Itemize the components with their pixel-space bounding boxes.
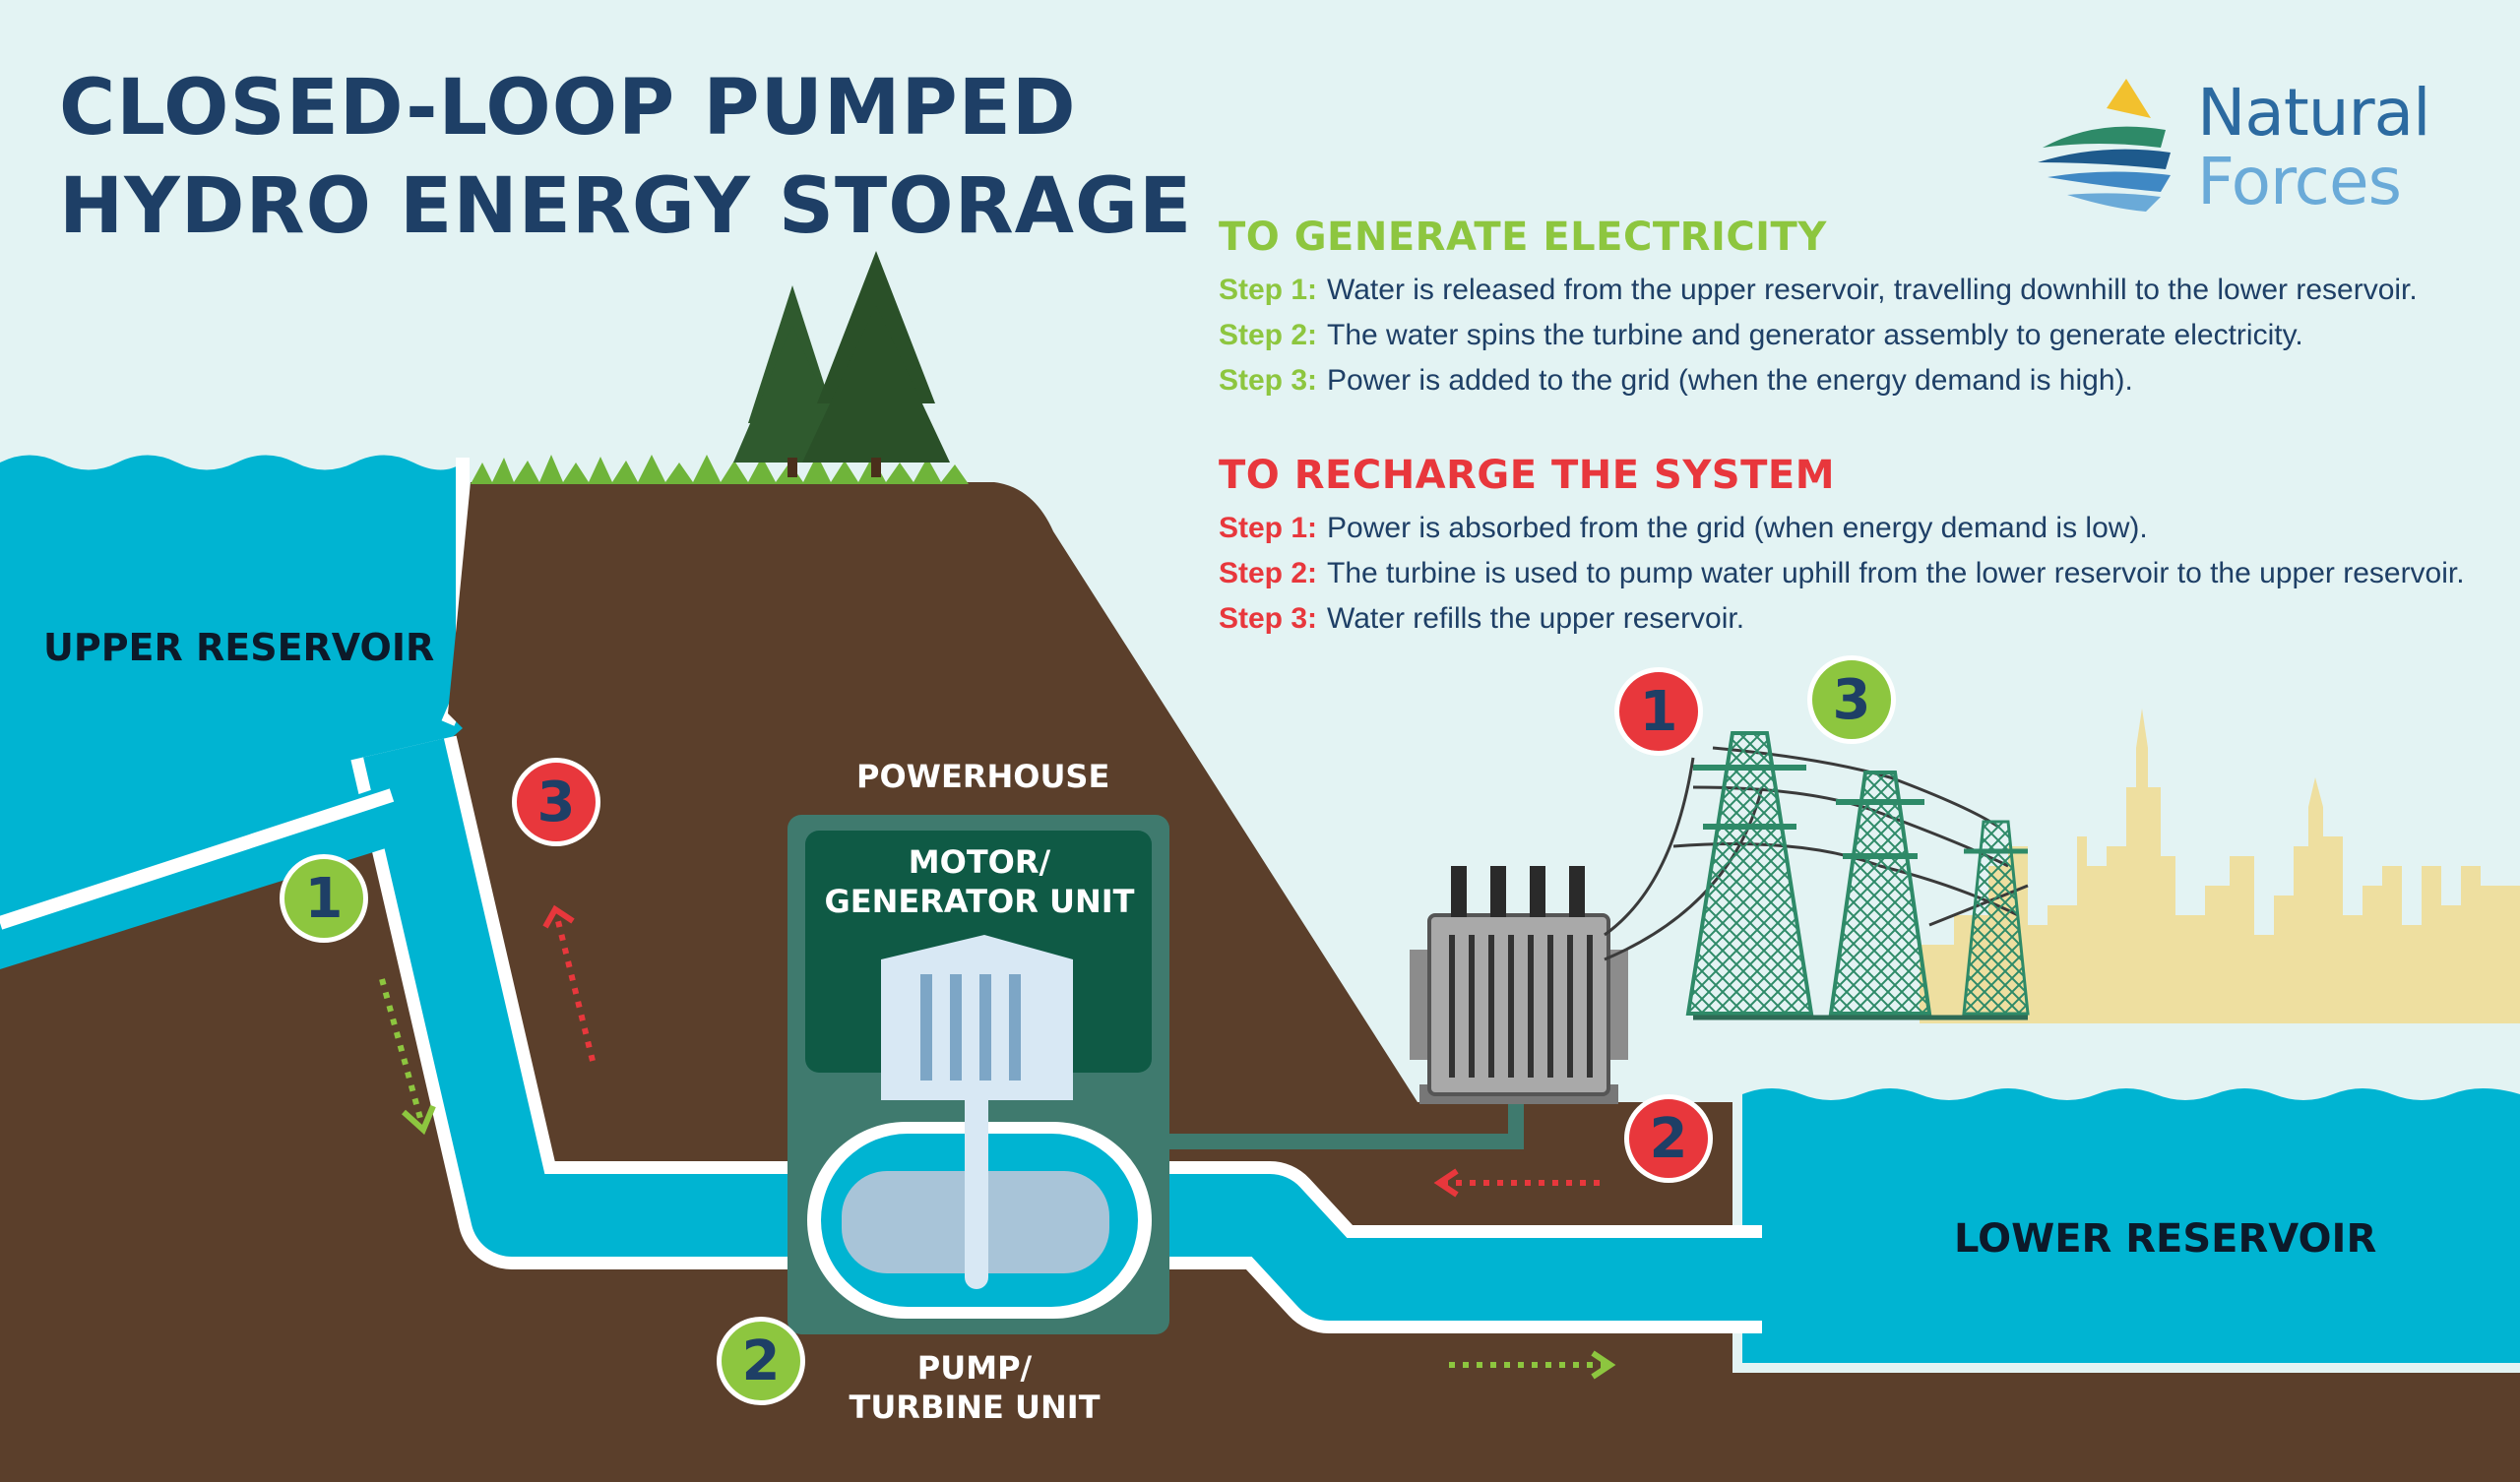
generator-vent-1 bbox=[920, 974, 932, 1081]
generator-housing bbox=[881, 935, 1073, 1100]
generate-step-3: Step 3: Power is added to the grid (when … bbox=[1219, 358, 2418, 403]
pylon-1 bbox=[1685, 731, 1814, 1016]
step-label: Step 1: bbox=[1219, 512, 1318, 544]
penstock-water bbox=[363, 738, 1762, 1321]
upper-reservoir-bank bbox=[0, 788, 395, 930]
lower-reservoir-water bbox=[1742, 1088, 2520, 1363]
step-label: Step 3: bbox=[1219, 364, 1318, 397]
logo-line-1: Natural bbox=[2197, 75, 2430, 151]
generate-step-1-badge: 1 bbox=[280, 854, 368, 943]
tree-trunk-right bbox=[871, 458, 881, 477]
pump-label-line-1: PUMP/ bbox=[916, 1349, 1033, 1387]
recharge-arrow-left bbox=[1433, 1168, 1600, 1198]
generate-steps: Step 1: Water is released from the upper … bbox=[1219, 268, 2418, 403]
city-skyline bbox=[1920, 709, 2520, 1023]
recharge-arrow-uphill bbox=[542, 904, 596, 1062]
recharge-step-1-badge: 1 bbox=[1614, 667, 1703, 756]
step-label: Step 1: bbox=[1219, 274, 1318, 306]
step-text: The turbine is used to pump water uphill… bbox=[1327, 557, 2465, 589]
step-text: Power is added to the grid (when the ene… bbox=[1327, 364, 2133, 397]
title-line-2: HYDRO ENERGY STORAGE bbox=[59, 162, 1193, 251]
generate-heading: TO GENERATE ELECTRICITY bbox=[1219, 215, 1827, 260]
page-title: CLOSED-LOOP PUMPED HYDRO ENERGY STORAGE bbox=[59, 59, 1192, 256]
step-text: The water spins the turbine and generato… bbox=[1327, 319, 2303, 351]
transformer-fins bbox=[1449, 935, 1593, 1078]
generate-step-3-badge: 3 bbox=[1807, 655, 1896, 744]
upper-reservoir-outlet bbox=[0, 782, 423, 969]
generator-vent-2 bbox=[950, 974, 962, 1081]
natural-forces-logo-mark bbox=[2038, 79, 2171, 212]
motor-generator-label: MOTOR/ GENERATOR UNIT bbox=[807, 842, 1152, 921]
transformer-bushings bbox=[1451, 866, 1585, 917]
transformer-body bbox=[1427, 913, 1610, 1096]
recharge-step-1: Step 1: Power is absorbed from the grid (… bbox=[1219, 506, 2465, 551]
recharge-step-2: Step 2: The turbine is used to pump water… bbox=[1219, 551, 2465, 596]
step-text: Power is absorbed from the grid (when en… bbox=[1327, 512, 2148, 544]
pump-label-line-2: TURBINE UNIT bbox=[849, 1389, 1101, 1426]
pump-turbine-label: PUMP/ TURBINE UNIT bbox=[837, 1348, 1112, 1427]
generator-vent-4 bbox=[1009, 974, 1021, 1081]
step-text: Water refills the upper reservoir. bbox=[1327, 602, 1745, 635]
motor-label-line-1: MOTOR/ bbox=[908, 843, 1051, 881]
recharge-heading: TO RECHARGE THE SYSTEM bbox=[1219, 453, 1836, 498]
recharge-step-3: Step 3: Water refills the upper reservoir… bbox=[1219, 596, 2465, 642]
motor-label-line-2: GENERATOR UNIT bbox=[824, 883, 1135, 920]
powerhouse-label: POWERHOUSE bbox=[856, 758, 1110, 795]
generate-step-1: Step 1: Water is released from the upper … bbox=[1219, 268, 2418, 313]
natural-forces-logo: Natural Forces bbox=[2197, 75, 2430, 219]
pylon-2 bbox=[1828, 771, 1932, 1016]
step-label: Step 2: bbox=[1219, 319, 1318, 351]
generate-arrow-downhill bbox=[379, 978, 436, 1136]
lower-reservoir-label: LOWER RESERVOIR bbox=[1954, 1216, 2377, 1262]
title-line-1: CLOSED-LOOP PUMPED bbox=[59, 64, 1077, 153]
generate-step-2-badge: 2 bbox=[717, 1317, 805, 1405]
transformer-side-left bbox=[1410, 950, 1431, 1060]
logo-line-2: Forces bbox=[2197, 144, 2402, 219]
generate-arrow-right bbox=[1449, 1350, 1616, 1380]
recharge-step-2-badge: 2 bbox=[1624, 1094, 1713, 1183]
step-label: Step 2: bbox=[1219, 557, 1318, 589]
recharge-steps: Step 1: Power is absorbed from the grid (… bbox=[1219, 506, 2465, 642]
step-text: Water is released from the upper reservo… bbox=[1327, 274, 2418, 306]
generate-step-2: Step 2: The water spins the turbine and g… bbox=[1219, 313, 2418, 358]
tree-trunk-left bbox=[788, 458, 797, 477]
turbine-shaft bbox=[965, 1082, 988, 1289]
pine-tree-right bbox=[802, 251, 950, 463]
recharge-step-3-badge: 3 bbox=[512, 758, 600, 846]
upper-reservoir-label: UPPER RESERVOIR bbox=[43, 626, 435, 669]
pylon-3 bbox=[1962, 820, 2030, 1016]
generator-vent-3 bbox=[979, 974, 991, 1081]
power-cable bbox=[1169, 1102, 1524, 1149]
transformer-side-right bbox=[1606, 950, 1628, 1060]
step-label: Step 3: bbox=[1219, 602, 1318, 635]
